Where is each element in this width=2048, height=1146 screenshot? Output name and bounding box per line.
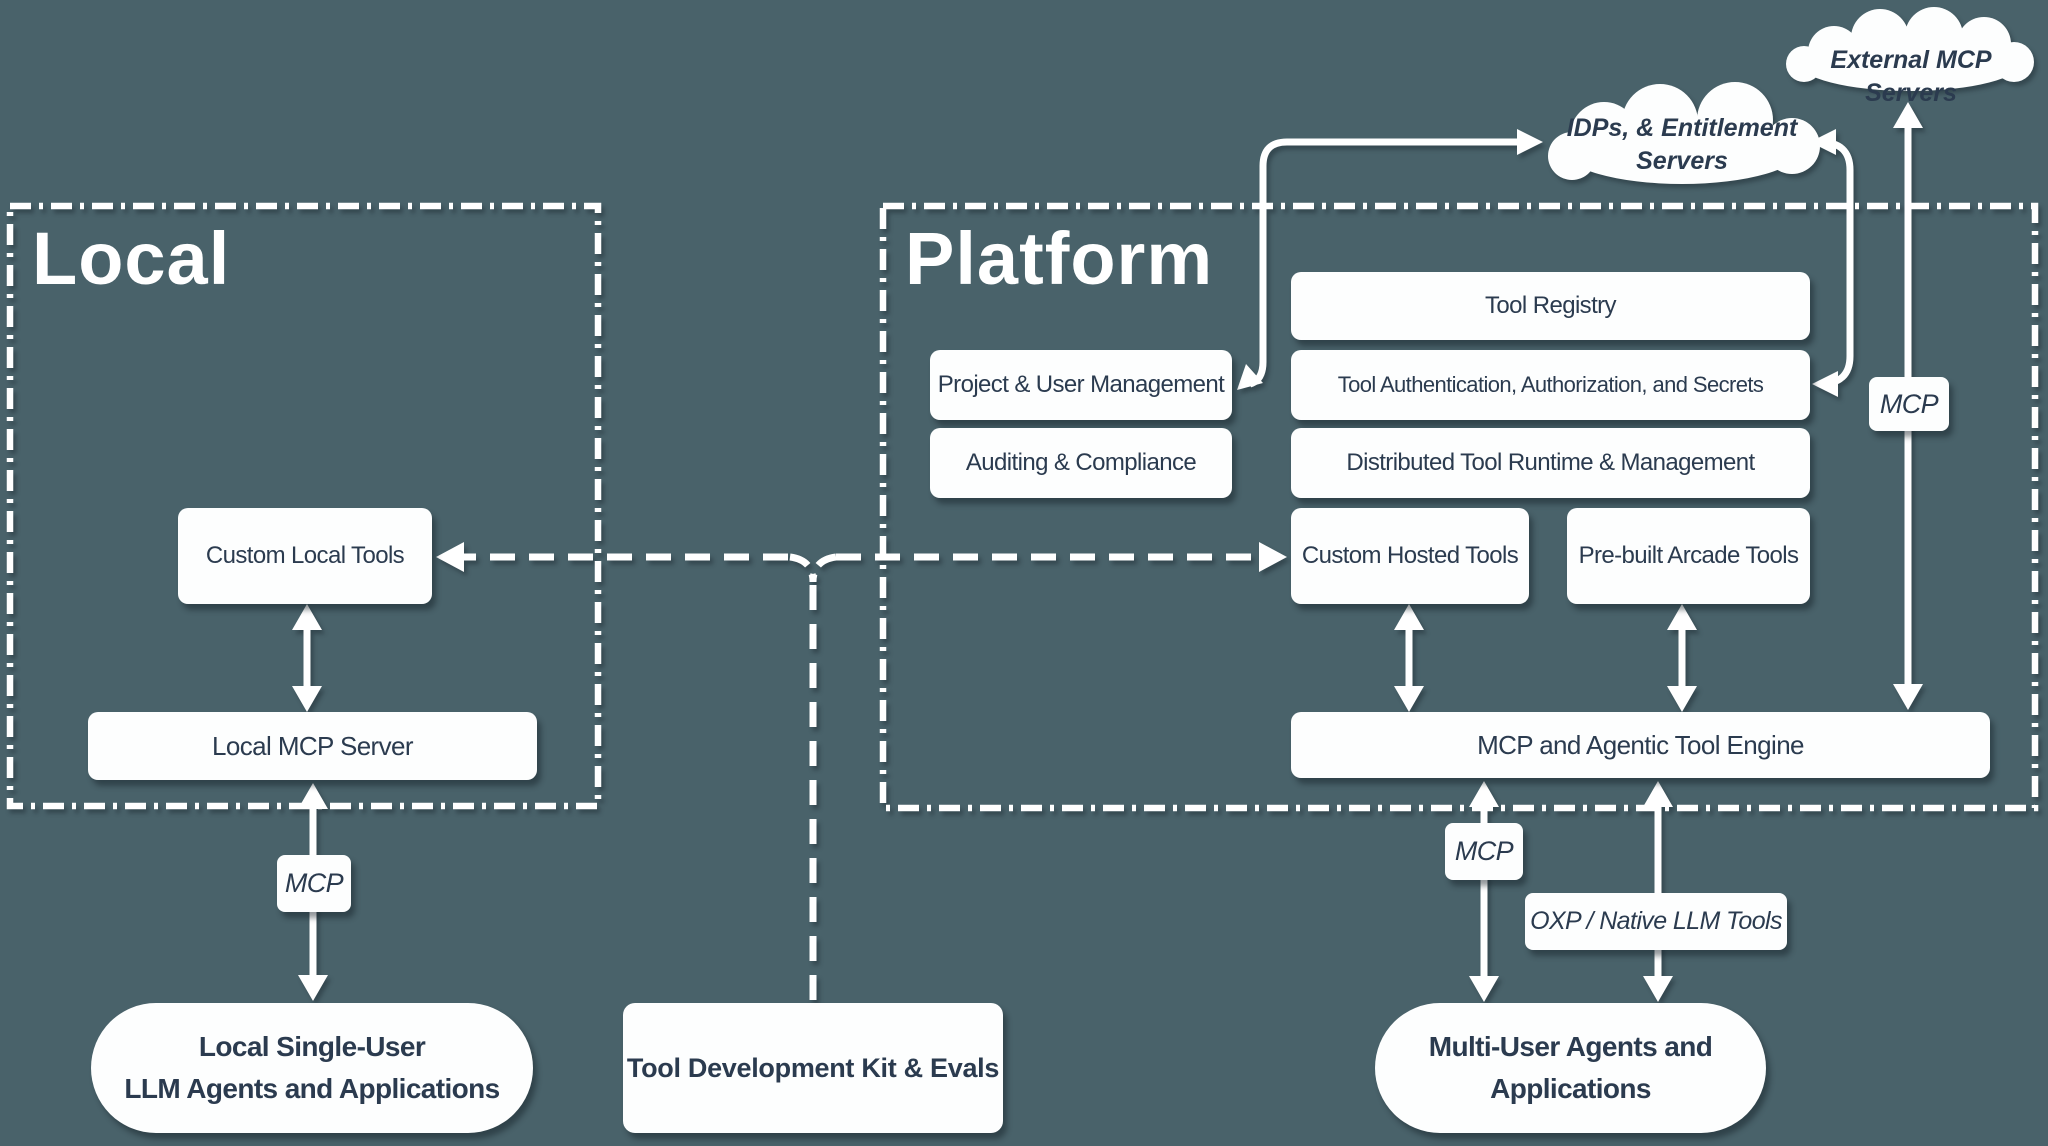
label-oxp-native-llm-tools: OXP / Native LLM Tools: [1525, 893, 1787, 950]
node-tool-registry: Tool Registry: [1291, 272, 1810, 340]
cloud-idps-line1: IDPs, & Entitlement: [1566, 114, 1798, 142]
node-local-agents: Local Single-User LLM Agents and Applica…: [91, 1003, 533, 1133]
node-custom-local-tools: Custom Local Tools: [178, 508, 432, 604]
platform-region-border: [879, 202, 2039, 812]
cloud-external-mcp-shape: [1786, 7, 2034, 91]
cloud-idps-line2: Servers: [1636, 147, 1728, 175]
node-prebuilt-arcade-tools: Pre-built Arcade Tools: [1567, 508, 1810, 604]
dashed-arrow-local-hosted: [436, 542, 1287, 1000]
node-auditing-compliance: Auditing & Compliance: [930, 428, 1232, 498]
arrow-engine-multiuser-oxp: [1643, 781, 1673, 1002]
node-local-mcp-server: Local MCP Server: [88, 712, 537, 780]
arrow-project-idps: [1237, 129, 1543, 390]
node-project-user-management: Project & User Management: [930, 350, 1232, 420]
label-mcp-local: MCP: [277, 855, 351, 912]
platform-region-title: Platform: [905, 217, 1214, 300]
node-distributed-runtime: Distributed Tool Runtime & Management: [1291, 428, 1810, 498]
arrow-customhosted-engine: [1394, 604, 1424, 712]
node-multiuser-agents-line1: Multi-User Agents and: [1428, 1031, 1713, 1062]
cloud-idps-shape: [1548, 82, 1820, 184]
node-mcp-agentic-tool-engine: MCP and Agentic Tool Engine: [1291, 712, 1990, 778]
arrow-engine-multiuser-mcp: [1469, 781, 1499, 1002]
arrow-toolauth-idps: [1810, 129, 1854, 397]
node-multiuser-agents-line2: Applications: [1490, 1073, 1651, 1104]
node-local-agents-line1: Local Single-User: [198, 1031, 426, 1062]
label-mcp-external: MCP: [1869, 377, 1949, 431]
node-multiuser-agents: Multi-User Agents and Applications: [1375, 1003, 1766, 1133]
cloud-external-mcp: External MCP Servers: [1830, 46, 1992, 107]
local-region-title: Local: [32, 217, 231, 300]
node-tool-auth: Tool Authentication, Authorization, and …: [1291, 350, 1810, 420]
cloud-idps: IDPs, & Entitlement Servers: [1562, 112, 1802, 178]
node-tool-dev-kit: Tool Development Kit & Evals: [623, 1003, 1003, 1133]
arrow-prebuilt-engine: [1667, 604, 1697, 712]
node-local-agents-line2: LLM Agents and Applications: [124, 1073, 500, 1104]
label-mcp-engine: MCP: [1445, 823, 1523, 880]
arrow-customlocal-localmcp: [292, 604, 322, 712]
node-custom-hosted-tools: Custom Hosted Tools: [1291, 508, 1529, 604]
